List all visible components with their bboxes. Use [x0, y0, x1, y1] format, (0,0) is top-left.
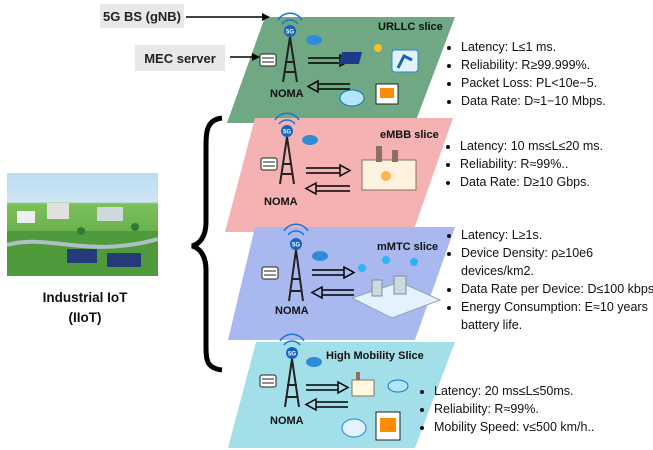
hm-robot-icon	[341, 418, 367, 438]
hm-cloud-icon	[306, 357, 322, 367]
mmtc-plant-icon	[350, 256, 442, 319]
mmtc-spec-item: Latency: L≥1s.	[461, 226, 653, 244]
mmtc-spec-item: Data Rate per Device: D≤100 kbps.	[461, 280, 653, 298]
embb-cloud-icon	[302, 135, 318, 145]
embb-factory-icon	[361, 146, 417, 191]
hm-specs-list: Latency: 20 ms≤L≤50ms. Reliability: R≈99…	[420, 382, 653, 436]
hm-slice-title: High Mobility Slice	[326, 350, 424, 362]
urllc-spec-item: Data Rate: D≈1−10 Mbps.	[461, 92, 653, 110]
iiot-title: Industrial IoT	[42, 290, 128, 305]
mmtc-tower-icon: 5G	[283, 223, 309, 302]
iiot-subtitle: (IIoT)	[68, 310, 102, 325]
mmtc-specs-list: Latency: L≥1s. Device Density: ρ≥10e6 de…	[447, 226, 653, 334]
embb-spec-item: Reliability: R≈99%..	[460, 155, 653, 173]
embb-spec-item: Data Rate: D≥10 Gbps.	[460, 173, 653, 191]
hm-spec-item: Mobility Speed: v≤500 km/h..	[434, 418, 653, 436]
hm-spec-item: Reliability: R≈99%.	[434, 400, 653, 418]
bs-label: 5G BS (gNB)	[100, 4, 184, 28]
embb-server-icon	[260, 157, 278, 171]
mmtc-spec-item: Device Density: ρ≥10e6 devices/km2.	[461, 244, 653, 280]
hm-tower-icon: 5G	[279, 333, 305, 408]
urllc-noma-label: NOMA	[270, 88, 304, 100]
slices-brace	[191, 115, 223, 373]
urllc-spec-item: Reliability: R≥99.999%.	[461, 56, 653, 74]
svg-text:5G: 5G	[288, 352, 296, 358]
hm-noma-label: NOMA	[270, 415, 304, 427]
urllc-drone-icon	[339, 89, 365, 107]
hm-factory-icon	[351, 372, 375, 397]
embb-tower-icon: 5G	[274, 112, 300, 185]
urllc-robot-arm-icon	[391, 49, 419, 73]
urllc-cloud-icon	[306, 35, 322, 45]
urllc-tower-icon: 5G	[277, 12, 303, 83]
svg-text:5G: 5G	[292, 243, 300, 249]
hm-spec-item: Latency: 20 ms≤L≤50ms.	[434, 382, 653, 400]
mmtc-server-icon	[261, 266, 279, 280]
svg-text:5G: 5G	[283, 130, 291, 136]
bs-arrowhead	[262, 13, 270, 21]
urllc-truck-icon	[375, 83, 399, 105]
urllc-spec-item: Packet Loss: PL<10e−5.	[461, 74, 653, 92]
hm-truck-icon	[375, 411, 401, 441]
mec-arrowhead	[252, 53, 260, 61]
embb-slice-plane	[225, 118, 453, 232]
iiot-landscape-drawing	[7, 203, 158, 276]
urllc-solar-icon	[338, 44, 382, 64]
mmtc-slice-title: mMTC slice	[377, 241, 439, 253]
iiot-landscape-image	[7, 173, 158, 276]
embb-specs-list: Latency: 10 ms≤L≤20 ms. Reliability: R≈9…	[446, 137, 653, 191]
mmtc-cloud-icon	[312, 251, 328, 261]
mmtc-arrows	[310, 265, 356, 300]
urllc-spec-item: Latency: L≤1 ms.	[461, 38, 653, 56]
embb-slice-title: eMBB slice	[380, 129, 439, 141]
svg-text:5G: 5G	[286, 30, 294, 36]
urllc-specs-list: Latency: L≤1 ms. Reliability: R≥99.999%.…	[447, 38, 653, 110]
embb-arrows	[304, 163, 352, 196]
urllc-slice-title: URLLC slice	[378, 21, 443, 33]
mmtc-spec-item: Energy Consumption: E≈10 years battery l…	[461, 298, 653, 334]
hm-drone-icon	[387, 379, 409, 393]
mmtc-noma-label: NOMA	[275, 305, 309, 317]
embb-spec-item: Latency: 10 ms≤L≤20 ms.	[460, 137, 653, 155]
hm-server-icon	[259, 374, 277, 388]
urllc-server-icon	[259, 53, 277, 67]
hm-arrows	[304, 380, 350, 412]
embb-noma-label: NOMA	[264, 196, 298, 208]
mec-label: MEC server	[135, 45, 225, 71]
